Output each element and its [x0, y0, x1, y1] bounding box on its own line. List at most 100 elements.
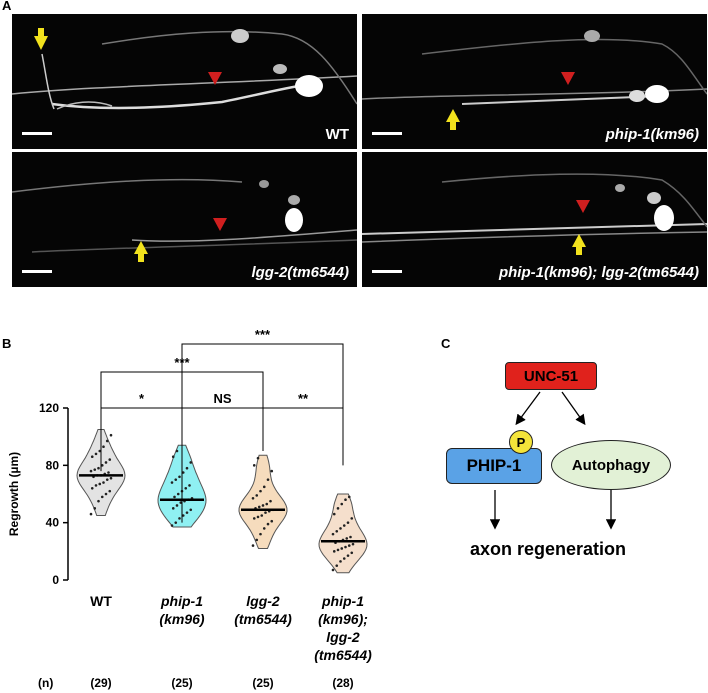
data-point [170, 481, 174, 484]
data-point [270, 469, 274, 473]
violin-0 [76, 429, 126, 516]
y-tick-label: 120 [39, 401, 59, 415]
significance-label: ** [298, 391, 309, 406]
arrow-unc51-to-autophagy [561, 391, 586, 426]
data-point [351, 542, 355, 546]
genotype-label-wt: WT [325, 126, 349, 143]
data-point [257, 505, 261, 509]
data-point [174, 478, 178, 481]
arrow-cut-site [134, 241, 148, 254]
panel-label-c: C [441, 336, 451, 351]
data-point [178, 517, 181, 520]
y-tick-label: 80 [46, 458, 60, 472]
data-point [105, 439, 109, 443]
n-row-label: (n) [38, 676, 53, 690]
data-point [178, 475, 181, 479]
data-point [335, 529, 339, 533]
data-point [175, 449, 179, 453]
data-point [170, 524, 174, 527]
arrow-unc51-to-phip1 [515, 391, 541, 426]
data-point [97, 466, 100, 470]
data-point [104, 492, 108, 496]
micrograph-phip1: phip-1(km96) [362, 14, 707, 149]
neuron-image [362, 30, 707, 130]
n-value: (25) [252, 676, 273, 690]
violin-2 [238, 454, 288, 549]
data-point [109, 433, 113, 437]
n-value: (29) [90, 676, 111, 690]
data-point [336, 548, 340, 552]
micrograph-double: phip-1(km96); lgg-2(tm6544) [362, 152, 707, 287]
data-point [184, 486, 188, 490]
genotype-label-lgg2: lgg-2(tm6544) [251, 264, 349, 281]
data-point [340, 547, 344, 550]
micrograph-wt: WT [12, 14, 357, 149]
significance-bracket [181, 343, 344, 523]
x-category-label: (km96); [318, 611, 368, 627]
data-point [256, 515, 260, 519]
data-point [181, 514, 185, 517]
arrowhead-marker [561, 72, 575, 85]
data-point [346, 554, 350, 557]
neuron-image [362, 173, 707, 255]
arrow-cut-site [34, 36, 48, 50]
data-point [261, 504, 265, 507]
panel-label-a: A [2, 0, 12, 13]
panel-label-b: B [2, 336, 12, 351]
autophagy-ellipse: Autophagy [551, 440, 671, 490]
x-category-label: (km96) [159, 611, 204, 627]
arrow-cut-site [446, 109, 460, 122]
violin-3 [318, 493, 368, 574]
data-point [344, 498, 347, 502]
data-point [252, 464, 256, 467]
data-point [339, 527, 342, 530]
data-point [350, 517, 354, 520]
micrograph-lgg2: lgg-2(tm6544) [12, 152, 357, 287]
x-category-label: (tm6544) [314, 647, 372, 663]
data-point [259, 489, 262, 493]
data-point [185, 511, 189, 514]
data-point [342, 557, 346, 560]
data-point [265, 502, 269, 506]
data-point [339, 560, 342, 563]
phip1-box: PHIP-1 [446, 448, 542, 484]
y-tick-label: 0 [52, 573, 59, 587]
data-point [108, 489, 112, 493]
data-point [100, 495, 104, 499]
scale-bar [372, 132, 402, 135]
neuron-image [12, 28, 357, 110]
data-point [97, 499, 100, 503]
data-point [188, 484, 191, 487]
data-point [108, 458, 112, 461]
data-point [332, 512, 336, 516]
data-point [335, 564, 339, 567]
n-value: (28) [332, 676, 353, 690]
data-point [346, 521, 350, 524]
data-point [344, 545, 347, 549]
data-point [102, 445, 105, 448]
data-point [171, 455, 175, 459]
significance-bracket [181, 407, 264, 449]
data-point [98, 449, 102, 453]
data-point [100, 464, 104, 467]
data-point [251, 497, 255, 500]
data-point [181, 471, 185, 474]
data-point [174, 521, 178, 524]
genotype-label-double: phip-1(km96); lgg-2(tm6544) [498, 264, 699, 281]
genotype-label-phip1: phip-1(km96) [605, 126, 699, 143]
scale-bar [22, 132, 52, 135]
data-point [107, 471, 110, 474]
data-point [104, 461, 108, 464]
data-point [94, 452, 98, 456]
arrow-cut-site [572, 234, 586, 247]
x-category-label: (tm6544) [234, 611, 292, 627]
data-point [109, 476, 113, 480]
data-point [269, 499, 272, 503]
x-category-label: lgg-2 [326, 629, 360, 645]
significance-label: *** [255, 330, 271, 342]
data-point [189, 508, 193, 512]
arrowhead-marker [213, 218, 227, 231]
x-category-label: phip-1 [160, 593, 203, 609]
data-point [260, 514, 264, 517]
